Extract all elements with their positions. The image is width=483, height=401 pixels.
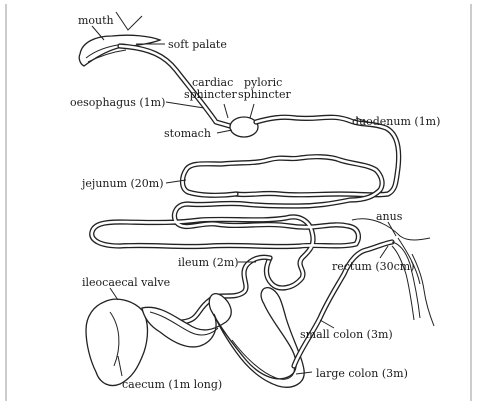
label-cardiac-line2: sphincter: [184, 88, 237, 101]
label-soft-palate: soft palate: [168, 38, 227, 51]
stomach-shape: [230, 117, 258, 137]
label-large-colon: large colon (3m): [316, 367, 408, 380]
label-oesophagus: oesophagus (1m): [70, 96, 165, 109]
label-jejunum: jejunum (20m): [80, 177, 164, 190]
label-ileum: ileum (2m): [178, 256, 239, 269]
large-colon-tube: [142, 288, 304, 388]
label-mouth: mouth: [78, 14, 114, 27]
label-rectum: rectum (30cm): [332, 260, 415, 273]
caecum-shape: [86, 299, 148, 385]
label-anus: anus: [376, 210, 403, 223]
label-caecum: caecum (1m long): [122, 378, 222, 391]
label-pyloric-line2: sphincter: [238, 88, 291, 101]
label-stomach: stomach: [164, 127, 211, 140]
label-small-colon: small colon (3m): [300, 328, 393, 341]
label-duodenum: duodenum (1m): [352, 115, 440, 128]
label-ileocaecal-valve: ileocaecal valve: [82, 276, 170, 289]
